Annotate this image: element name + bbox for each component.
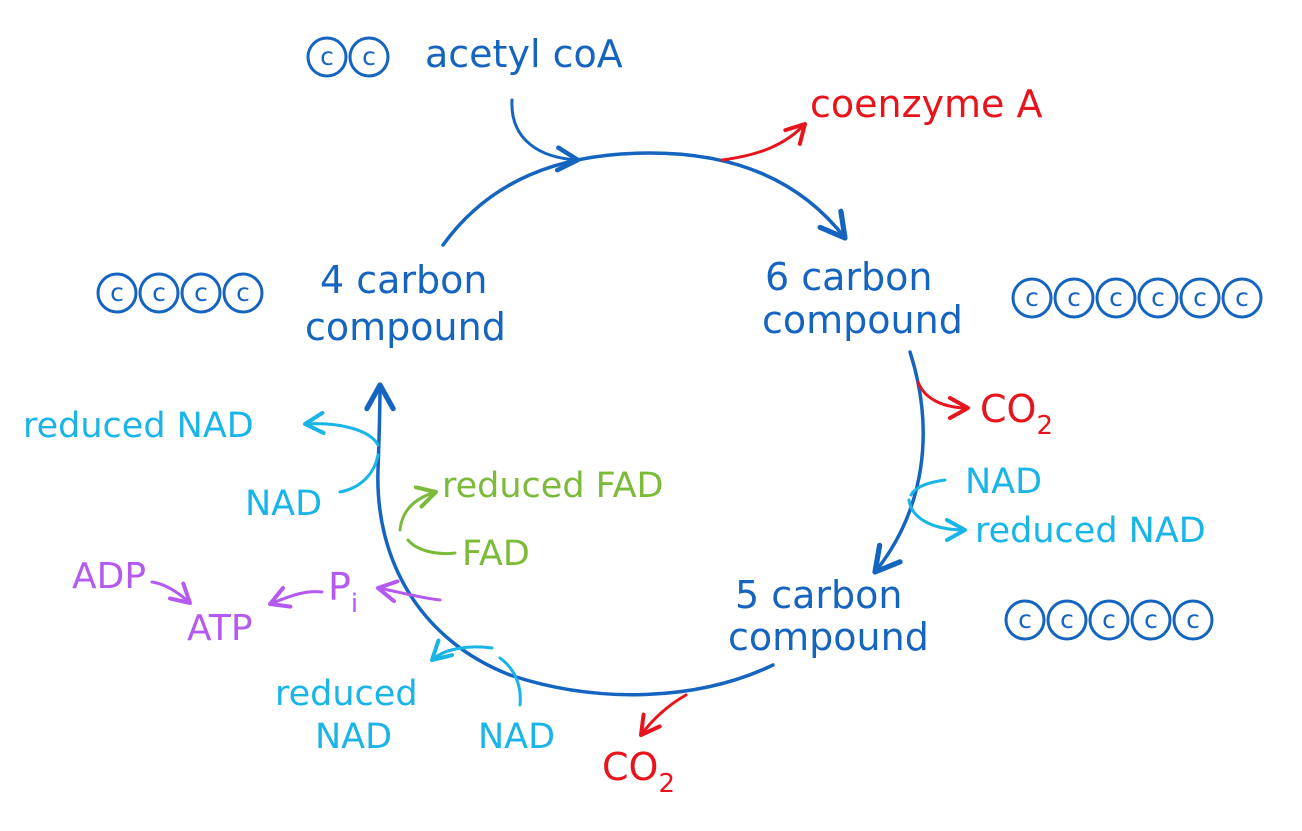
compound4-line1: 4 carbon — [320, 258, 488, 302]
carbon-atom-letter: c — [1193, 283, 1207, 312]
adp-to-atp-arrow — [150, 580, 192, 605]
carbon-atom-circle — [1004, 599, 1046, 641]
carbon-atom-letter: c — [194, 278, 208, 307]
nad-right-label: NAD — [965, 462, 1042, 502]
reduced-nad-right-label: reduced NAD — [975, 511, 1206, 551]
pi-out-arrow — [376, 579, 442, 604]
nad-left-label: NAD — [245, 484, 322, 524]
carbon-atom-circle — [1053, 277, 1095, 319]
carbon-atom-letter: c — [1067, 283, 1081, 312]
carbon-atom-letter: c — [320, 42, 334, 71]
pi-text: P — [328, 565, 351, 609]
co2-arrow-bottom — [639, 693, 688, 737]
carbon-atom-letter: c — [1060, 605, 1074, 634]
carbon-atom-circle — [348, 36, 390, 78]
compound5-line1: 5 carbon — [735, 573, 903, 617]
nad-bottom-label: NAD — [478, 717, 555, 757]
fad-out-arrow — [398, 485, 438, 532]
carbon-atom-letter: c — [1151, 283, 1165, 312]
atp-label: ATP — [187, 608, 253, 649]
co2-bottom-text: CO — [602, 745, 658, 789]
carbon-atom-circle — [1011, 277, 1053, 319]
fad-label: FAD — [462, 534, 530, 574]
acetyl-coa-label: acetyl coA — [425, 32, 623, 76]
carbon-atom-letter: c — [1144, 605, 1158, 634]
reduced-fad-label: reduced FAD — [442, 466, 663, 506]
carbon-atom-circle — [180, 272, 222, 314]
nad-left-out-arrow — [303, 410, 380, 447]
carbon-atom-circle — [222, 272, 264, 314]
carbon-atom-circle — [1130, 599, 1172, 641]
carbon-atom-letter: c — [1109, 283, 1123, 312]
cycle-arc-top — [441, 151, 848, 247]
coenzyme-a-arrow — [720, 121, 807, 162]
co2-right-subscript: 2 — [1036, 411, 1053, 441]
co2-label-right: CO2 — [980, 387, 1053, 441]
carbon-atom-circle — [1179, 277, 1221, 319]
carbon-atom-letter: c — [1186, 605, 1200, 634]
co2-bottom-subscript: 2 — [658, 769, 675, 799]
nad-right-in-arrow — [909, 478, 947, 497]
co2-right-text: CO — [980, 387, 1036, 431]
cycle-arc-bottom — [364, 382, 775, 697]
co2-label-bottom: CO2 — [602, 745, 675, 799]
nad-bottom-out-arrow — [430, 638, 494, 662]
compound4-line2: compound — [305, 305, 506, 349]
coenzyme-a-label: coenzyme A — [810, 82, 1043, 126]
carbon-atom-circle — [1172, 599, 1214, 641]
acetyl-input-arrow — [510, 98, 581, 173]
cycle-arc-right — [872, 350, 925, 575]
compound5-line2: compound — [728, 615, 929, 659]
carbon-atom-letter: c — [1235, 283, 1249, 312]
carbon-atom-letter: c — [236, 278, 250, 307]
carbon-atom-circle — [1088, 599, 1130, 641]
nad-bottom-in-arrow — [498, 656, 522, 707]
adp-label: ADP — [72, 556, 146, 597]
pi-subscript: i — [351, 589, 358, 619]
compound6-line2: compound — [762, 298, 963, 342]
carbon-atom-letter: c — [1102, 605, 1116, 634]
carbon-atom-circle — [138, 272, 180, 314]
carbon-atom-letter: c — [362, 42, 376, 71]
carbon-atom-letter: c — [152, 278, 166, 307]
nad-right-out-arrow — [907, 498, 967, 542]
carbon-atom-circle — [96, 272, 138, 314]
carbon-atom-circle — [1221, 277, 1263, 319]
carbon-atom-circle — [1137, 277, 1179, 319]
reduced-nad-left-label: reduced NAD — [23, 406, 254, 446]
compound6-line1: 6 carbon — [765, 255, 933, 299]
carbon-atom-letter: c — [110, 278, 124, 307]
reduced-nad-bottom-line2: NAD — [315, 717, 392, 757]
carbon-atom-letter: c — [1018, 605, 1032, 634]
carbon-atom-circle — [1046, 599, 1088, 641]
nad-left-in-arrow — [338, 453, 380, 494]
reduced-nad-bottom-line1: reduced — [275, 674, 418, 714]
co2-arrow-right — [916, 380, 970, 420]
carbon-atom-circle — [1095, 277, 1137, 319]
carbon-atom-circle — [306, 36, 348, 78]
carbon-atom-letter: c — [1025, 283, 1039, 312]
pi-label: Pi — [328, 565, 358, 619]
fad-in-arrow — [406, 538, 457, 556]
pi-to-atp-arrow — [268, 586, 324, 609]
